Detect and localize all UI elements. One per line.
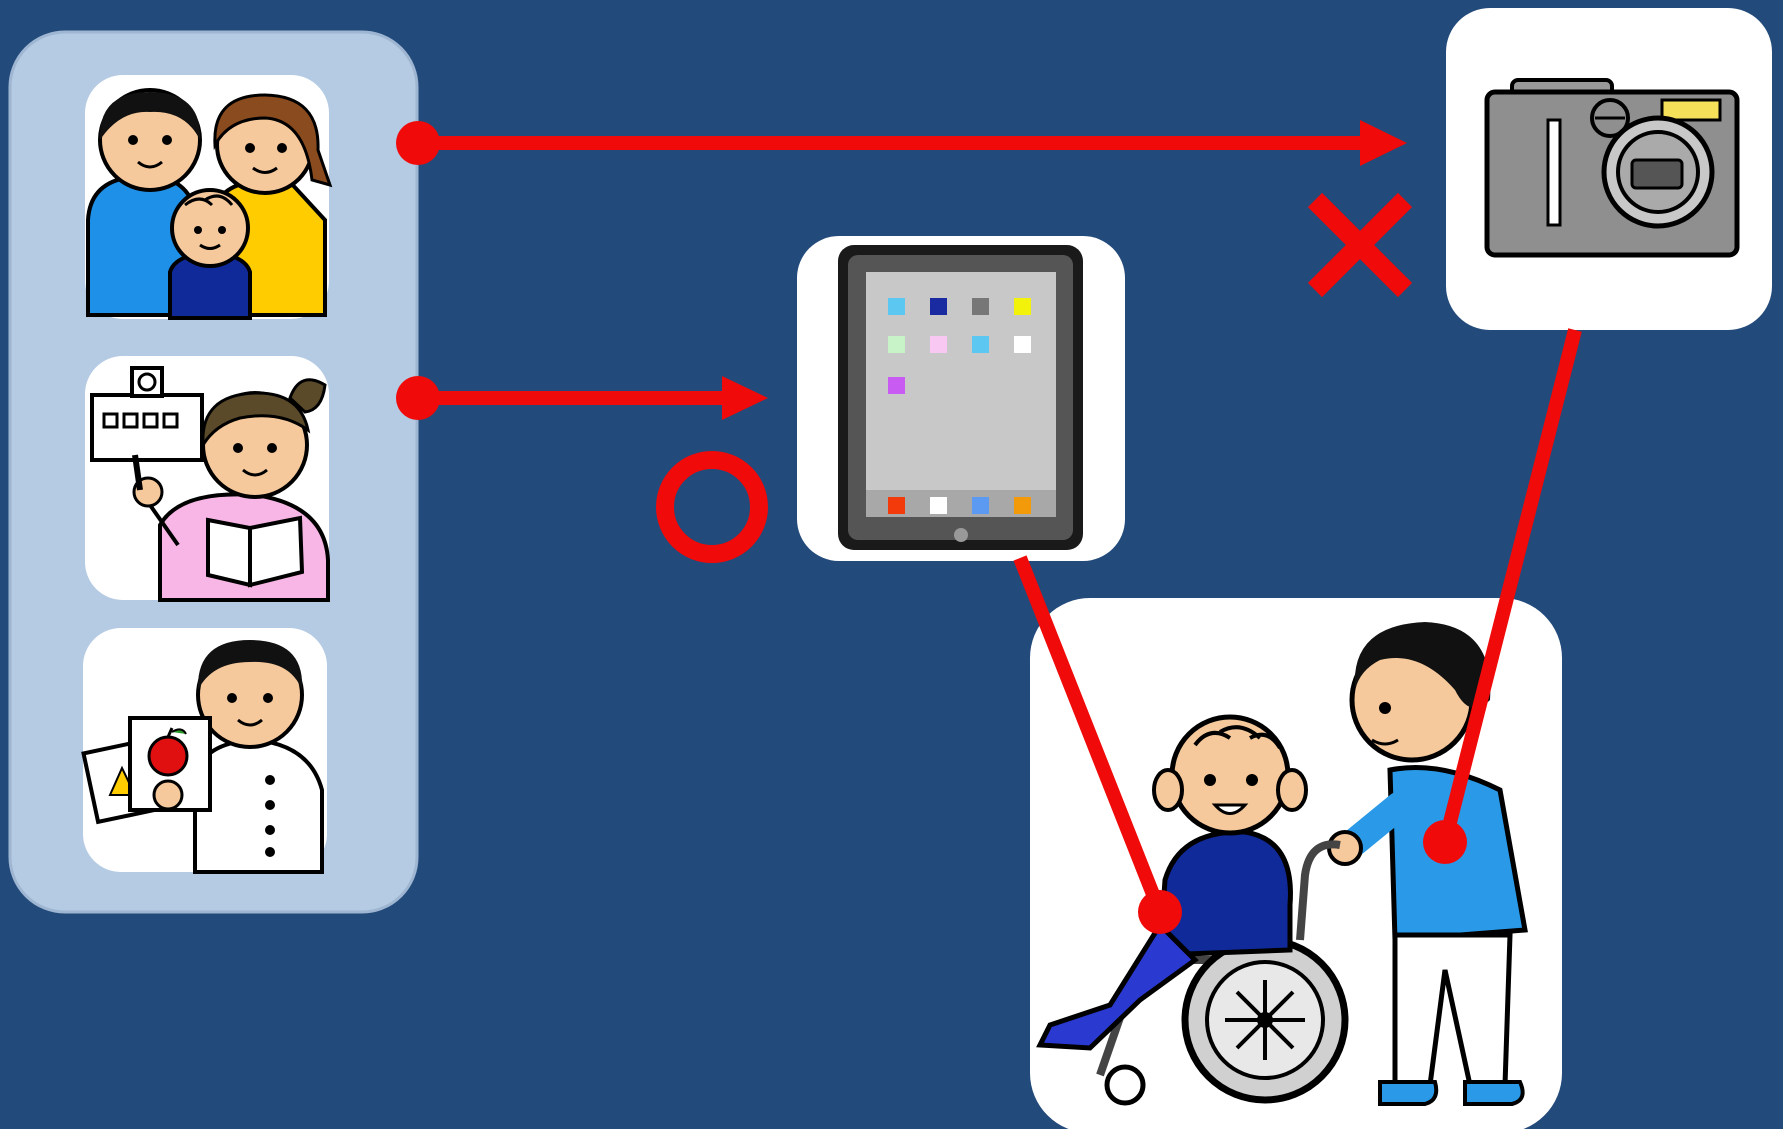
connector-family-camera [396, 120, 1407, 166]
camera-icon [1484, 78, 1740, 258]
family-icon [86, 88, 333, 320]
user-card [1030, 598, 1562, 1129]
connector-teacher-tablet [396, 376, 768, 420]
connector-tablet-user [1013, 555, 1182, 934]
family-card [85, 75, 333, 320]
therapist-icon [81, 640, 324, 874]
therapist-card [81, 628, 327, 874]
tablet-icon [838, 245, 1083, 550]
circle-ok-icon [656, 451, 768, 563]
connector-camera-caregiver [1423, 328, 1582, 864]
teacher-card [85, 356, 330, 602]
teacher-icon [90, 366, 330, 602]
camera-card [1446, 8, 1772, 330]
wheelchair-user-with-caregiver-icon [1036, 622, 1528, 1106]
tablet-card [797, 236, 1125, 561]
cross-ng-icon [1307, 192, 1413, 298]
